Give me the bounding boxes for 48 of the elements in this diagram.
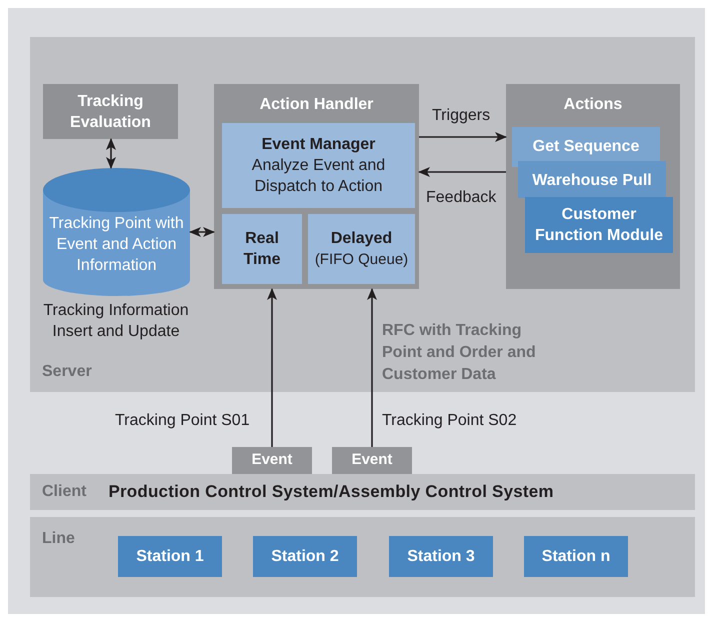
arrow [418,167,506,177]
server-band [30,37,695,392]
node-text: Tracking Evaluation [69,92,152,132]
node-text: Station 1 [136,546,204,566]
arrow [189,227,215,237]
process-box [43,84,178,139]
event-box [232,447,312,474]
arrow [106,138,116,169]
arrow [367,288,377,447]
process-box [222,123,415,208]
node-text: Event [352,450,392,470]
node-text: (FIFO Queue) [314,250,408,270]
node-text: Tracking Point with Event and Action Information [48,214,185,276]
database-cylinder [43,168,190,296]
note-text: RFC with Tracking Point and Order and Customer Data [382,321,537,385]
node-text: Station 2 [271,546,339,566]
handler-panel [214,84,419,289]
station-box [253,536,357,577]
tier-label: Client [42,482,86,502]
event-box [332,447,412,474]
station-box [389,536,493,577]
node-text: Server [42,363,92,380]
node-text: Line [42,530,75,547]
process-box [308,214,415,284]
arrow [267,288,277,447]
actions-panel [506,84,680,289]
action-box [518,161,666,198]
client-band [30,474,695,510]
node-caption: Tracking Information Insert and Update [42,301,190,342]
node-text: Station n [542,546,610,566]
node-text: Action Handler [260,95,374,115]
line-band [30,517,695,597]
station-box [524,536,628,577]
node-text: Analyze Event and Dispatch to Action [250,156,386,196]
node-text: Get Sequence [532,137,640,157]
node-text: Delayed [330,229,392,249]
node-text: Actions [564,95,622,115]
station-box [118,536,222,577]
node-text: Warehouse Pull [532,171,652,191]
node-text: Event [252,450,292,470]
node-text: Station 3 [407,546,475,566]
arrow [419,132,507,142]
node-text: Customer Function Module [534,205,664,246]
node-text: Production Control System/Assembly Control System [108,481,554,504]
process-box [222,214,302,284]
node-text: Real Time [242,229,282,270]
action-box [525,197,673,253]
node-text: Event Manager [262,134,376,154]
